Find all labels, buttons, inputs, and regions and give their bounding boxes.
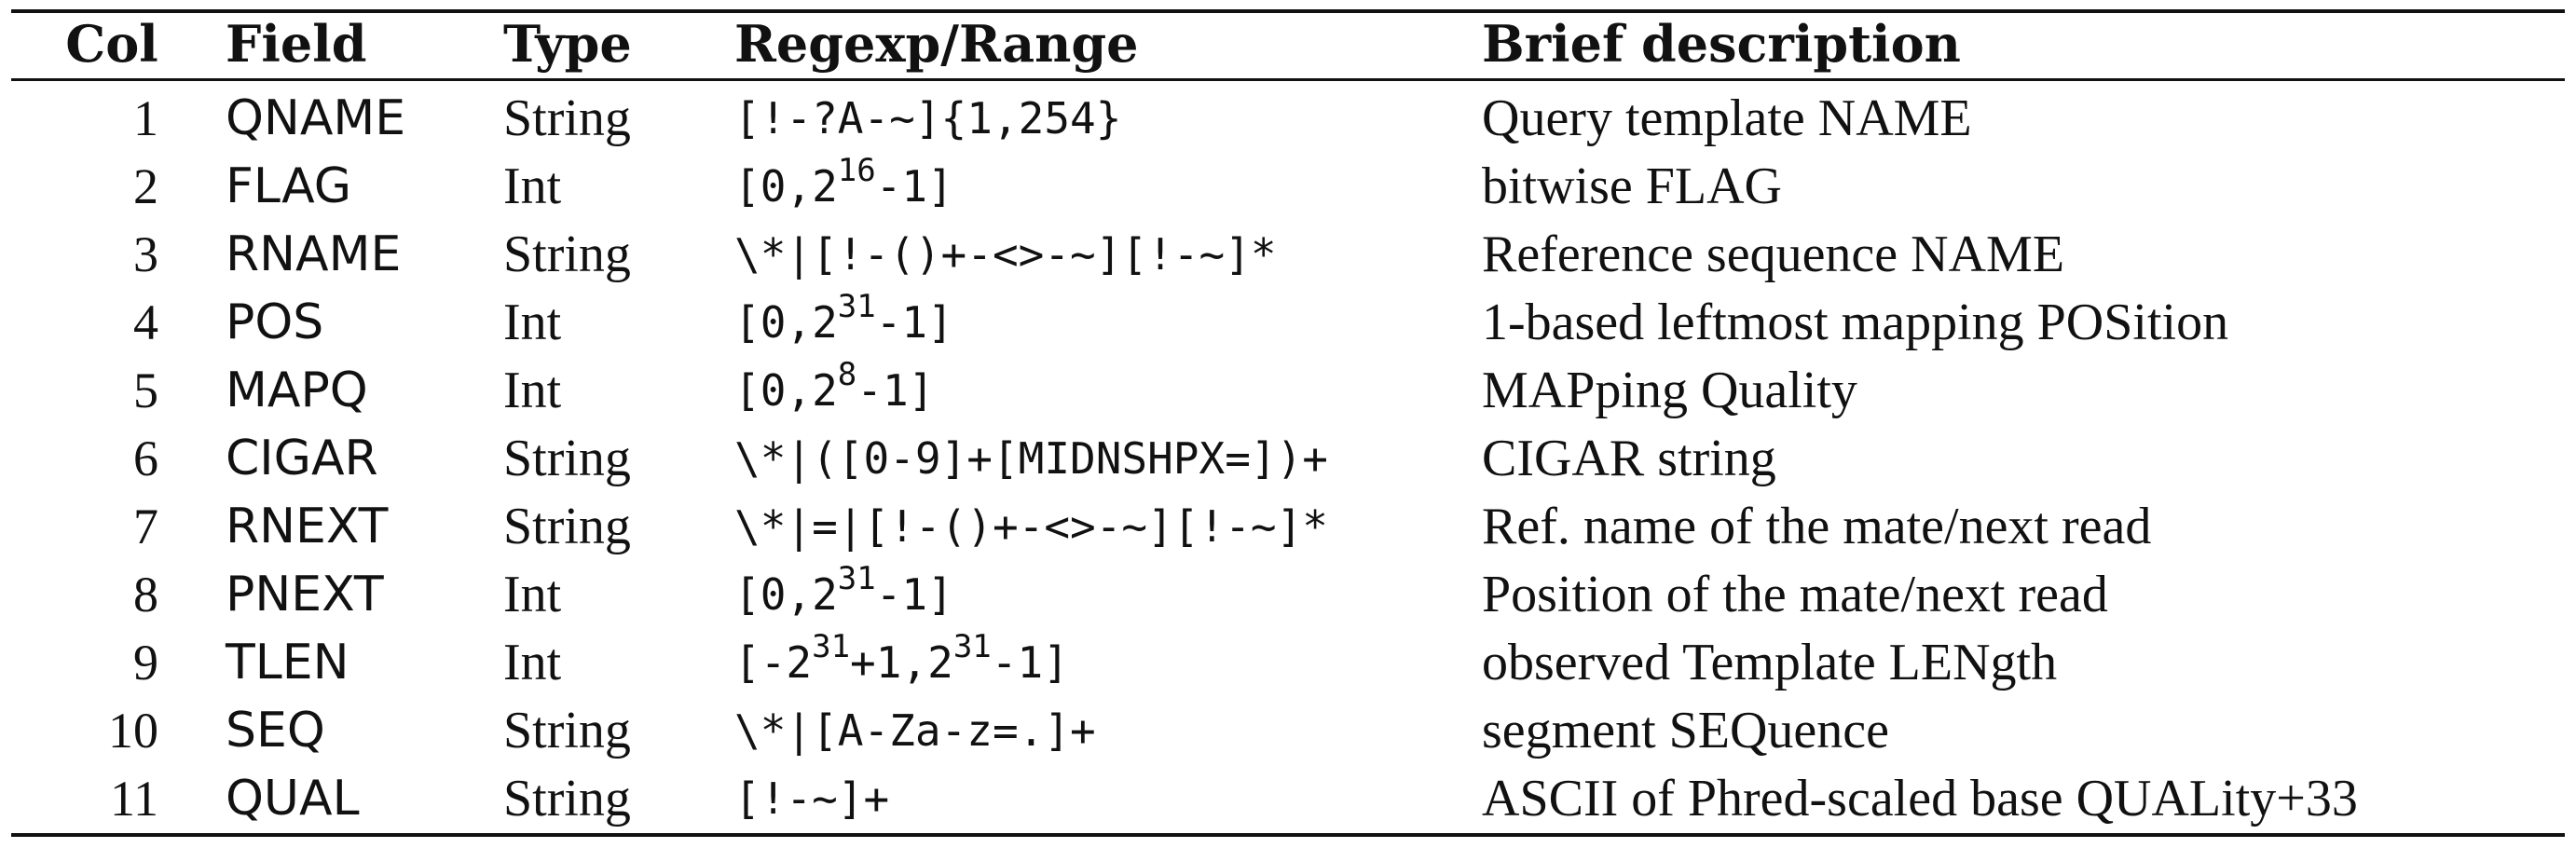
regex-exponent: 31 (952, 628, 992, 665)
row-field: RNEXT (226, 499, 389, 554)
regex-part: \*|[!-()+-<>-~][!-~]* (734, 229, 1277, 280)
table-row: 11 QUAL String [!-~]+ ASCII of Phred-scaled … (0, 764, 2576, 833)
row-desc: ASCII of Phred-scaled base QUALity+33 (1482, 770, 2358, 827)
row-regex: \*|[A-Za-z=.]+ (734, 696, 1096, 765)
row-col: 4 (133, 294, 158, 350)
row-desc: MAPping Quality (1482, 362, 1857, 419)
row-type: String (503, 498, 631, 555)
row-col: 8 (133, 567, 158, 622)
row-field: SEQ (226, 703, 325, 759)
regex-part: +1,2 (850, 637, 953, 688)
row-field: QNAME (226, 90, 406, 146)
row-field: TLEN (226, 635, 349, 691)
row-field: CIGAR (226, 431, 378, 486)
row-type: String (503, 89, 631, 147)
regex-part: -1] (875, 569, 953, 620)
row-regex: \*|([0-9]+[MIDNSHPX=])+ (734, 424, 1328, 493)
row-type: String (503, 226, 631, 283)
table-row: 1 QNAME String [!-?A-~]{1,254} Query templat… (0, 84, 2576, 153)
row-desc: 1-based leftmost mapping POSition (1482, 294, 2229, 351)
regex-exponent: 31 (837, 560, 876, 597)
header-desc: Brief description (1482, 14, 1961, 74)
regex-part: -1] (856, 365, 935, 416)
table-row: 8 PNEXT Int [0,231-1] Position of the mate/n… (0, 560, 2576, 629)
regex-part: [0,2 (734, 161, 838, 212)
row-type: String (503, 770, 631, 827)
table-row: 7 RNEXT String \*|=|[!-()+-<>-~][!-~]* Ref. … (0, 492, 2576, 561)
row-type: String (503, 430, 631, 487)
regex-part: [-2 (734, 637, 813, 688)
regex-part: \*|=|[!-()+-<>-~][!-~]* (734, 501, 1328, 552)
row-desc: bitwise FLAG (1482, 157, 1782, 215)
regex-exponent: 31 (812, 628, 851, 665)
regex-part: [0,2 (734, 297, 838, 348)
row-regex: [0,231-1] (734, 560, 953, 629)
row-regex: [-231+1,231-1] (734, 628, 1069, 697)
row-regex: [!-~]+ (734, 764, 889, 833)
table-row: 5 MAPQ Int [0,28-1] MAPping Quality (0, 356, 2576, 425)
header-field: Field (226, 14, 367, 74)
row-col: 11 (110, 771, 158, 827)
regex-part: [!-?A-~]{1,254} (734, 93, 1122, 144)
row-type: Int (503, 157, 562, 215)
regex-part: -1] (991, 637, 1069, 688)
table-row: 10 SEQ String \*|[A-Za-z=.]+ segment SEQuenc… (0, 696, 2576, 765)
row-desc: Query template NAME (1482, 89, 1972, 147)
regex-exponent: 8 (837, 356, 857, 393)
row-col: 9 (133, 635, 158, 691)
table-row: 6 CIGAR String \*|([0-9]+[MIDNSHPX=])+ CIGAR… (0, 424, 2576, 493)
row-desc: Ref. name of the mate/next read (1482, 498, 2152, 555)
regex-exponent: 16 (837, 152, 876, 189)
table-row: 4 POS Int [0,231-1] 1-based leftmost mapping… (0, 288, 2576, 357)
row-type: Int (503, 566, 562, 623)
row-desc: observed Template LENgth (1482, 634, 2058, 691)
row-regex: [0,28-1] (734, 356, 934, 425)
table-header: Col Field Type Regexp/Range Brief descri… (0, 9, 2576, 78)
row-field: PNEXT (226, 567, 384, 622)
row-regex: \*|[!-()+-<>-~][!-~]* (734, 220, 1277, 289)
row-col: 5 (133, 362, 158, 418)
row-type: Int (503, 634, 562, 691)
regex-part: [0,2 (734, 365, 838, 416)
row-desc: Reference sequence NAME (1482, 226, 2065, 283)
row-field: FLAG (226, 158, 352, 214)
header-rule (11, 78, 2565, 81)
row-regex: [0,231-1] (734, 288, 953, 357)
row-regex: [!-?A-~]{1,254} (734, 84, 1121, 153)
regex-part: \*|[A-Za-z=.]+ (734, 705, 1096, 756)
row-field: MAPQ (226, 362, 368, 418)
row-regex: [0,216-1] (734, 152, 953, 221)
row-desc: CIGAR string (1482, 430, 1776, 487)
header-regex: Regexp/Range (734, 14, 1139, 74)
row-col: 3 (133, 226, 158, 282)
regex-exponent: 31 (837, 288, 876, 325)
row-field: POS (226, 294, 324, 350)
row-field: RNAME (226, 226, 402, 282)
bottom-rule (11, 833, 2565, 837)
regex-part: -1] (875, 297, 953, 348)
row-regex: \*|=|[!-()+-<>-~][!-~]* (734, 492, 1328, 561)
row-type: String (503, 702, 631, 759)
row-col: 1 (133, 90, 158, 146)
row-col: 10 (108, 703, 158, 759)
row-field: QUAL (226, 771, 360, 827)
header-type: Type (503, 14, 632, 74)
regex-part: [!-~]+ (734, 773, 890, 824)
row-desc: Position of the mate/next read (1482, 566, 2108, 623)
row-col: 2 (133, 158, 158, 214)
row-col: 7 (133, 499, 158, 554)
header-col: Col (65, 14, 158, 74)
table-row: 2 FLAG Int [0,216-1] bitwise FLAG (0, 152, 2576, 221)
table-row: 3 RNAME String \*|[!-()+-<>-~][!-~]* Referen… (0, 220, 2576, 289)
top-rule (11, 9, 2565, 13)
row-type: Int (503, 294, 562, 351)
row-desc: segment SEQuence (1482, 702, 1889, 759)
regex-part: \*|([0-9]+[MIDNSHPX=])+ (734, 433, 1328, 484)
row-type: Int (503, 362, 562, 419)
regex-part: -1] (875, 161, 953, 212)
row-col: 6 (133, 431, 158, 486)
regex-part: [0,2 (734, 569, 838, 620)
